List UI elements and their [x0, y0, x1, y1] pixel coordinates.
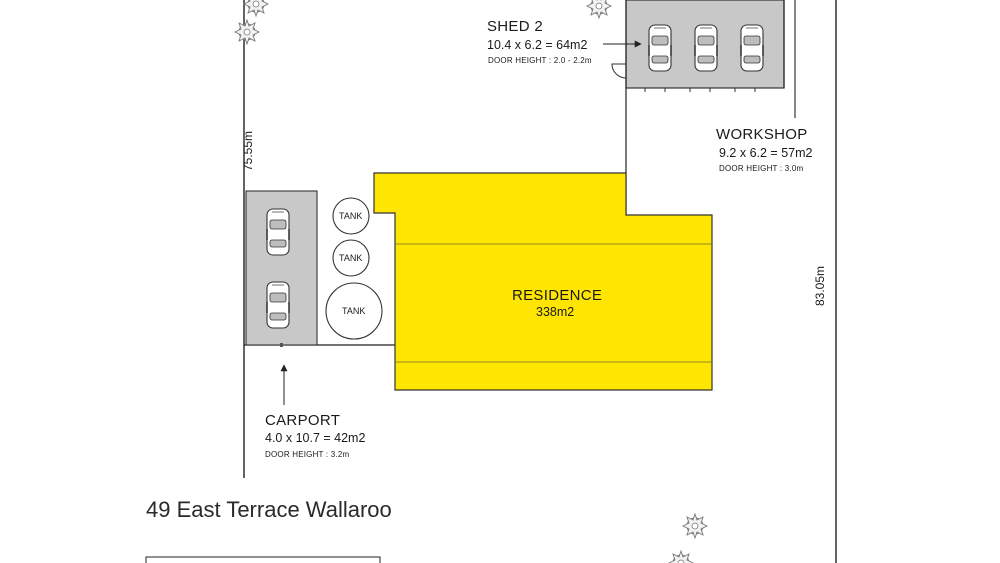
- tree-icon: [586, 0, 612, 19]
- shed-door-swing: [611, 63, 627, 79]
- shed2-name: SHED 2: [487, 18, 543, 35]
- tank-1: [332, 197, 370, 235]
- workshop-name: WORKSHOP: [716, 126, 808, 143]
- residence-name: RESIDENCE: [512, 287, 603, 304]
- legend-box: [145, 556, 381, 563]
- tank-3-label: TANK: [342, 306, 366, 316]
- carport-door-height: DOOR HEIGHT : 3.2m: [265, 450, 350, 459]
- residence-area: 338m2: [536, 305, 575, 319]
- tank-1-label: TANK: [339, 211, 363, 221]
- tank-2-label: TANK: [339, 253, 363, 263]
- car-icon: [694, 24, 718, 72]
- tree-icon: [668, 550, 694, 563]
- shed2-dimensions: 10.4 x 6.2 = 64m2: [487, 38, 588, 52]
- tank-2: [332, 239, 370, 277]
- car-icon: [740, 24, 764, 72]
- carport-name: CARPORT: [265, 412, 341, 429]
- residence-building: [373, 172, 713, 391]
- tree-icon: [682, 513, 708, 539]
- car-icon: [648, 24, 672, 72]
- tank-3: [325, 282, 383, 340]
- workshop-door-height: DOOR HEIGHT : 3.0m: [719, 164, 804, 173]
- carport-dimensions: 4.0 x 10.7 = 42m2: [265, 431, 366, 445]
- boundary-left-length: 75.55m: [241, 130, 256, 172]
- car-icon: [266, 281, 290, 329]
- tree-icon: [234, 19, 260, 45]
- shed2-door-height: DOOR HEIGHT : 2.0 - 2.2m: [488, 56, 592, 65]
- property-address: 49 East Terrace Wallaroo: [146, 497, 392, 522]
- boundary-right-length: 83.05m: [813, 265, 828, 307]
- car-icon: [266, 208, 290, 256]
- tree-icon: [243, 0, 269, 17]
- workshop-dimensions: 9.2 x 6.2 = 57m2: [719, 146, 813, 160]
- shed-roller-doors: [644, 88, 756, 92]
